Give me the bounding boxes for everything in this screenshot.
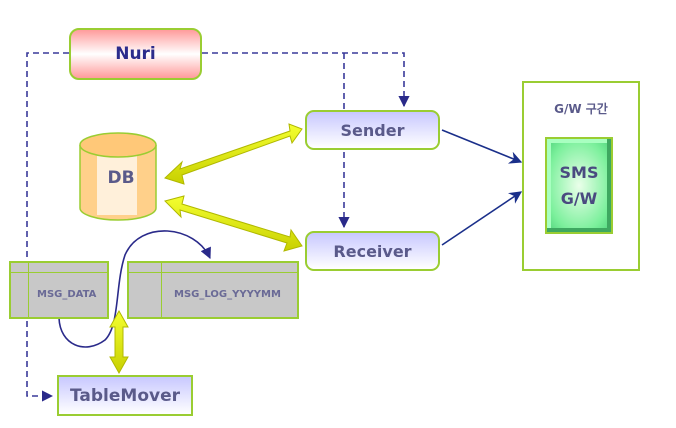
db-label: DB: [107, 168, 135, 188]
sender-label: Sender: [340, 120, 405, 140]
tablemover-node[interactable]: TableMover: [57, 375, 193, 416]
sender-to-gateway-arrow: [441, 129, 523, 164]
db-sender-double-arrow: [164, 123, 303, 185]
nuri-node[interactable]: Nuri: [69, 28, 202, 80]
nuri-to-sender-line: [202, 52, 410, 108]
db-cylinder: [79, 132, 157, 221]
db-receiver-double-arrow: [164, 195, 303, 252]
msg-log-table[interactable]: MSG_LOG_YYYYMM: [127, 261, 299, 319]
data-move-curve-arrow: [58, 230, 211, 348]
gateway-zone-title: G/W 구간: [554, 102, 608, 116]
nuri-to-tablemover-line: [26, 52, 69, 402]
table-header-row: [129, 263, 297, 273]
receiver-to-gateway-arrow: [441, 191, 523, 246]
sender-node[interactable]: Sender: [305, 110, 440, 150]
receiver-label: Receiver: [333, 241, 412, 261]
receiver-node[interactable]: Receiver: [305, 231, 440, 271]
msg-data-label: MSG_DATA: [37, 289, 97, 300]
sms-gateway-node[interactable]: SMS G/W: [545, 137, 613, 234]
table-header-row: [11, 263, 107, 273]
gateway-arrows: [441, 129, 523, 246]
tablemover-label: TableMover: [70, 385, 180, 406]
dashed-flow-lines: [26, 52, 410, 402]
nuri-label: Nuri: [115, 44, 156, 64]
sms-gateway-line2: G/W: [560, 188, 598, 208]
table-tablemover-double-arrow: [109, 309, 129, 375]
table-column-divider: [28, 263, 29, 317]
sms-gateway-line1: SMS: [559, 162, 599, 182]
msg-data-table[interactable]: MSG_DATA: [9, 261, 109, 319]
msg-log-label: MSG_LOG_YYYYMM: [174, 289, 281, 300]
table-column-divider: [161, 263, 162, 317]
